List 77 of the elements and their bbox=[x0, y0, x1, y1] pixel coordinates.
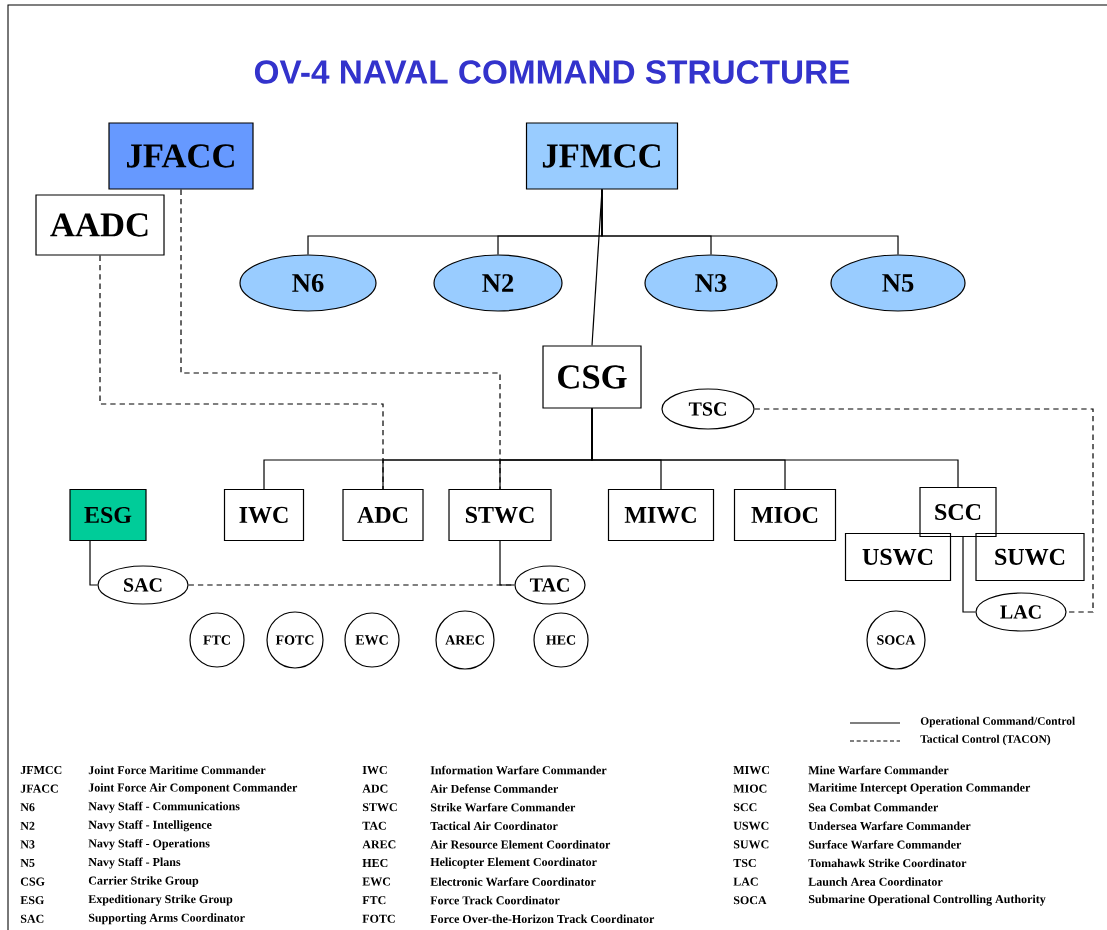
definition: Undersea Warfare Commander bbox=[808, 821, 971, 831]
definition: Navy Staff - Communications bbox=[88, 801, 240, 813]
abbreviation: N2 bbox=[20, 821, 35, 830]
abbreviation: JFACC bbox=[20, 784, 58, 793]
abbreviation: MIOC bbox=[733, 784, 767, 793]
definition: Force Track Coordinator bbox=[430, 896, 560, 905]
definition: Joint Force Maritime Commander bbox=[88, 765, 266, 775]
dashed-connector bbox=[754, 408, 1094, 613]
command-box: CSG bbox=[542, 345, 642, 409]
abbreviation: SUWC bbox=[733, 840, 769, 849]
connector-line bbox=[962, 536, 976, 613]
definition: Force Over-the-Horizon Track Coordinator bbox=[430, 914, 655, 924]
legend-text: Operational Command/Control bbox=[920, 716, 1075, 728]
command-box: SUWC bbox=[975, 532, 1085, 582]
connector-line bbox=[591, 408, 959, 488]
abbreviation: ADC bbox=[362, 784, 388, 793]
definition: Navy Staff - Operations bbox=[88, 838, 210, 850]
abbreviation: USWC bbox=[733, 821, 769, 830]
abbreviation: FOTC bbox=[362, 914, 395, 923]
abbreviation: SOCA bbox=[733, 896, 767, 905]
abbreviation: EWC bbox=[362, 877, 391, 886]
abbreviation: FTC bbox=[362, 896, 386, 905]
command-box: JFMCC bbox=[525, 122, 679, 190]
definition: Surface Warfare Commander bbox=[808, 840, 962, 849]
definition: Air Defense Commander bbox=[430, 784, 558, 793]
connector-line bbox=[601, 189, 899, 255]
command-box: MIOC bbox=[733, 488, 837, 542]
definition: Launch Area Coordinator bbox=[808, 877, 943, 886]
definition: Tomahawk Strike Coordinator bbox=[808, 858, 967, 868]
definition: Submarine Operational Controlling Authority bbox=[808, 894, 1046, 906]
connector-line bbox=[89, 540, 98, 586]
command-box: USWC bbox=[844, 532, 952, 582]
definition: Mine Warfare Commander bbox=[808, 765, 949, 775]
connector-line bbox=[499, 540, 515, 586]
command-box: IWC bbox=[223, 488, 305, 542]
abbreviation: SAC bbox=[20, 914, 44, 923]
definition: Helicopter Element Coordinator bbox=[430, 857, 597, 869]
abbreviation: LAC bbox=[733, 877, 758, 886]
command-box: MIWC bbox=[607, 488, 715, 542]
definition: Air Resource Element Coordinator bbox=[430, 840, 611, 849]
abbreviation: SCC bbox=[733, 803, 757, 812]
dashed-connector bbox=[188, 584, 515, 586]
definition: Navy Staff - Plans bbox=[88, 857, 181, 869]
definition: Carrier Strike Group bbox=[88, 876, 199, 888]
definition: Navy Staff - Intelligence bbox=[88, 820, 212, 832]
abbreviation: TSC bbox=[733, 858, 756, 868]
definition: Joint Force Air Component Commander bbox=[88, 783, 298, 795]
definition: Supporting Arms Coordinator bbox=[88, 913, 245, 925]
definition: Sea Combat Commander bbox=[808, 803, 938, 812]
definition: Tactical Air Coordinator bbox=[430, 821, 558, 831]
abbreviation: CSG bbox=[20, 877, 45, 886]
definition: Electronic Warfare Coordinator bbox=[430, 877, 596, 886]
dashed-connector bbox=[180, 189, 501, 490]
command-box: ESG bbox=[69, 488, 147, 542]
abbreviation: TAC bbox=[362, 821, 386, 830]
abbreviation: ESG bbox=[20, 896, 44, 905]
command-box: JFACC bbox=[108, 122, 254, 190]
abbreviation: N6 bbox=[20, 803, 35, 812]
definition: Maritime Intercept Operation Commander bbox=[808, 783, 1031, 795]
command-box: ADC bbox=[342, 488, 424, 542]
abbreviation: N5 bbox=[20, 859, 35, 867]
legend-text: Tactical Control (TACON) bbox=[920, 734, 1051, 746]
definition: Information Warfare Commander bbox=[430, 765, 607, 775]
abbreviation: AREC bbox=[362, 840, 396, 849]
abbreviation: IWC bbox=[362, 765, 387, 775]
connector-line bbox=[591, 189, 603, 346]
command-box: SCC bbox=[919, 486, 997, 538]
title: OV-4 NAVAL COMMAND STRUCTURE bbox=[254, 60, 850, 84]
abbreviation: HEC bbox=[362, 858, 388, 868]
command-box: STWC bbox=[448, 488, 552, 542]
definition: Expeditionary Strike Group bbox=[88, 894, 233, 906]
definition: Strike Warfare Commander bbox=[430, 802, 576, 812]
abbreviation: N3 bbox=[20, 840, 35, 849]
command-box: AADC bbox=[35, 194, 165, 256]
abbreviation: JFMCC bbox=[20, 765, 62, 775]
abbreviation: STWC bbox=[362, 803, 397, 812]
abbreviation: MIWC bbox=[733, 765, 770, 775]
